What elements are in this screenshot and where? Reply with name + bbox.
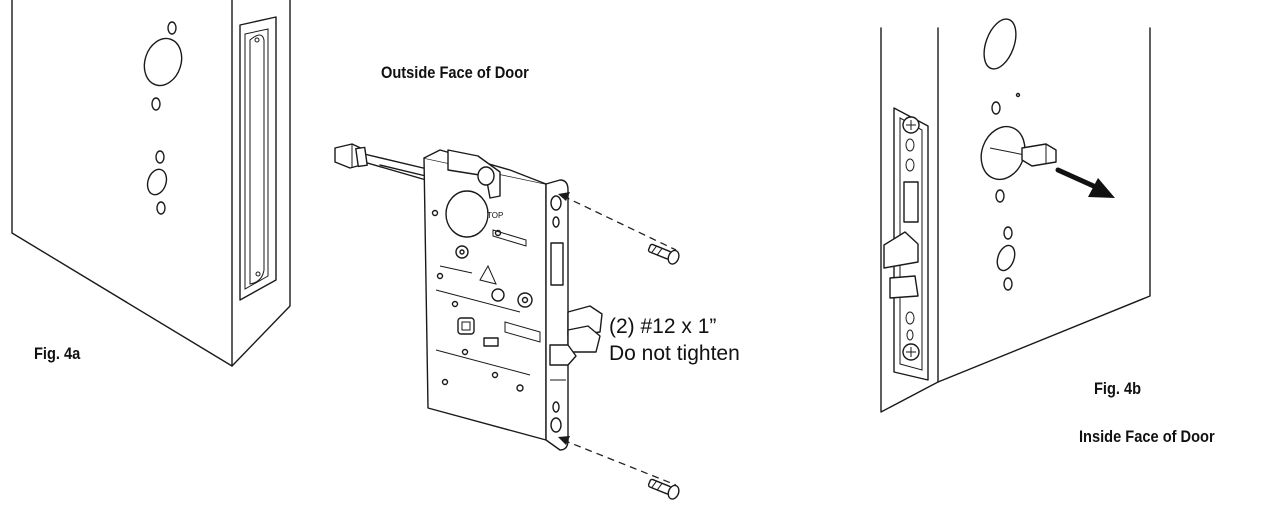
fig-4a-label: Fig. 4a (34, 344, 81, 363)
arrow-icon (1055, 167, 1115, 198)
door-edge-4a (11, 0, 291, 367)
arrowhead-top (558, 192, 570, 201)
screw-instruction-label: Do not tighten (609, 342, 740, 365)
door-edge-4b (880, 18, 1151, 413)
guide-line-top (562, 195, 677, 251)
fig-4b-label: Fig. 4b (1094, 379, 1142, 398)
screw-spec-label: (2) #12 x 1” (609, 315, 717, 338)
guide-line-bottom (562, 439, 677, 486)
outside-face-label: Outside Face of Door (381, 63, 529, 82)
screw-top (647, 243, 680, 265)
screw-bottom (647, 478, 680, 500)
case-top-marking: TOP (487, 211, 503, 220)
inside-face-label: Inside Face of Door (1079, 427, 1215, 446)
arrowhead-bottom (558, 436, 570, 445)
mortise-lock-body: TOP (334, 143, 603, 451)
